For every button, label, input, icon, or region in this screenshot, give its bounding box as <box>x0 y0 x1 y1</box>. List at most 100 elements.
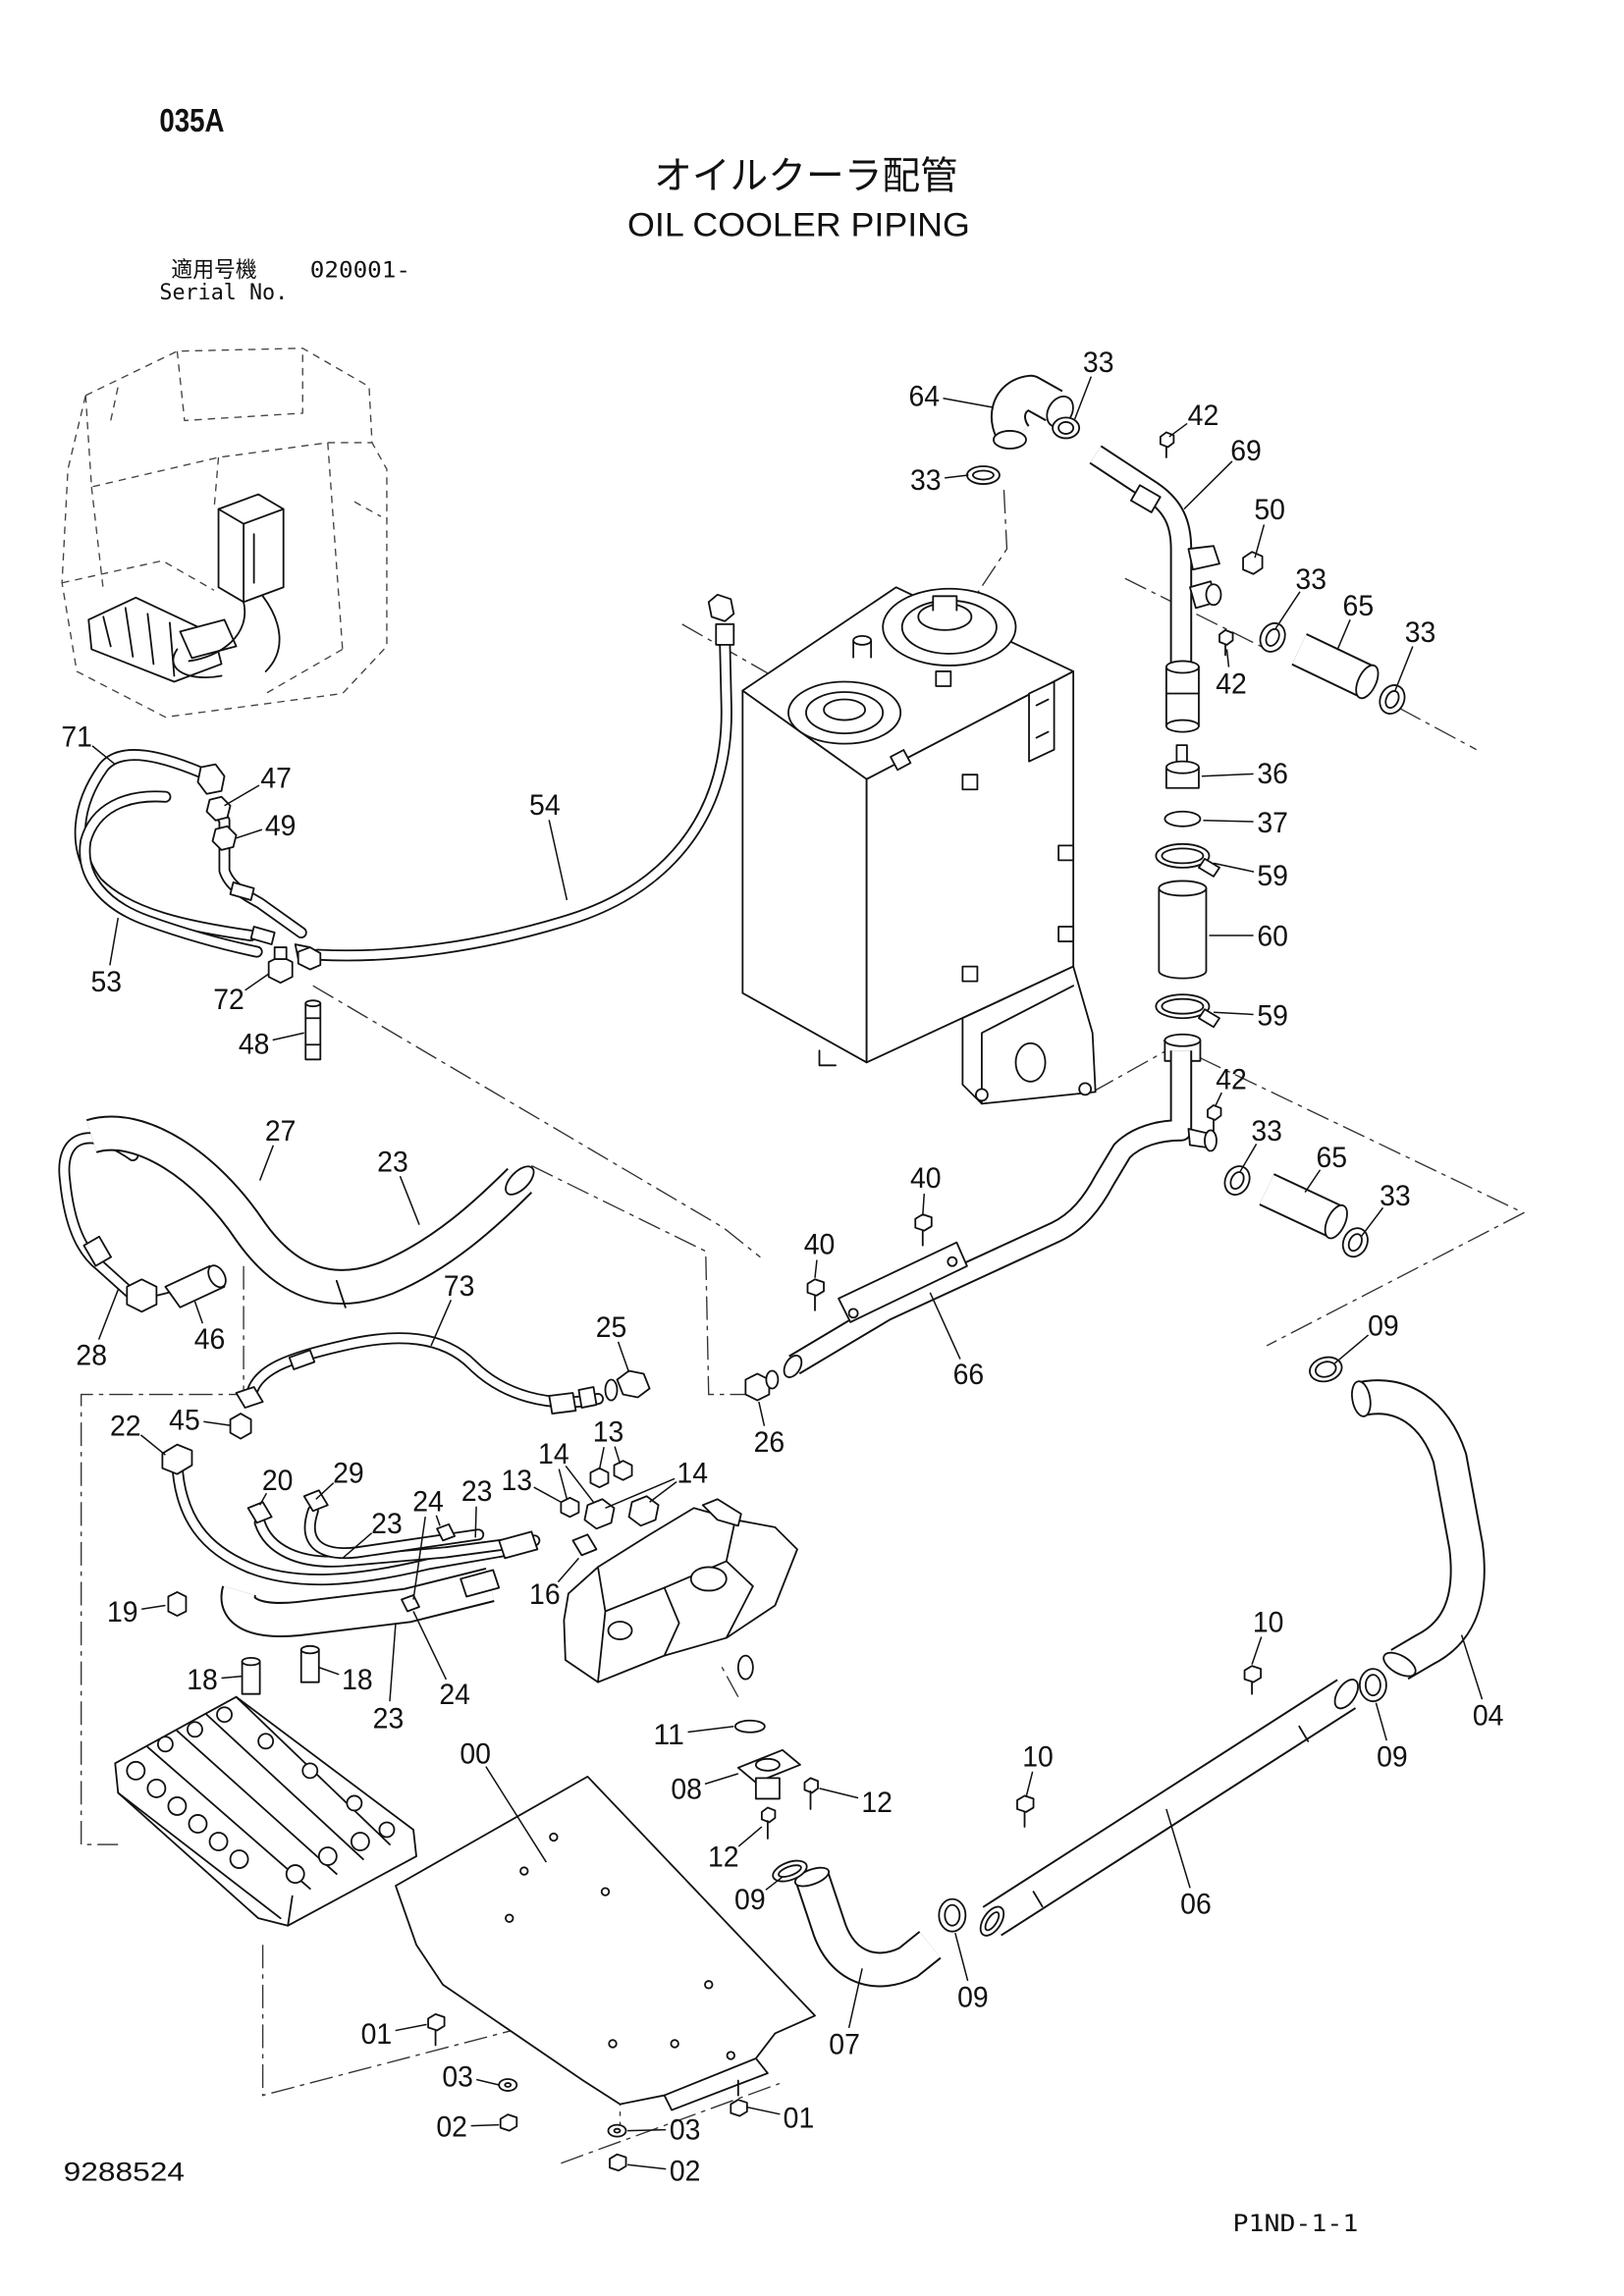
callout-label: 26 <box>754 1426 785 1459</box>
callout-leader-line <box>224 784 260 807</box>
washers-03 <box>498 2078 627 2138</box>
callout-label: 64 <box>908 380 940 412</box>
callout-label: 03 <box>442 2061 473 2094</box>
callout-label: 00 <box>460 1737 491 1770</box>
plug-50 <box>1242 551 1264 575</box>
callout-leader-line <box>746 2106 781 2115</box>
callout-label: 65 <box>1316 1142 1347 1174</box>
callout-leader-line <box>1168 422 1188 438</box>
callout-leader-line <box>765 1876 784 1891</box>
callout-leader-line <box>395 2023 427 2032</box>
callout-label: 59 <box>1257 1000 1288 1033</box>
bolts-01 <box>427 2012 748 2117</box>
callout-leader-line <box>221 1675 243 1680</box>
callout-leader-line <box>558 1468 568 1500</box>
callout-label: 09 <box>957 1981 989 2013</box>
callout-leader-line <box>1073 376 1093 420</box>
callout-leader-line <box>1375 1702 1387 1741</box>
callout-leader-line <box>470 2123 500 2127</box>
callout-leader-line <box>1460 1634 1484 1700</box>
fittings-24 <box>401 1522 457 1613</box>
callout-leader-line <box>704 1773 739 1786</box>
callout-label: 12 <box>708 1842 739 1874</box>
callout-leader-line <box>315 1482 335 1500</box>
inset-machine-view <box>61 347 388 719</box>
plate-holes <box>505 1832 735 2060</box>
callout-label: 40 <box>804 1229 836 1261</box>
callout-label: 09 <box>734 1884 766 1916</box>
mounting-plate-00 <box>395 1775 816 2111</box>
hose-clamp-59-lower <box>1155 993 1220 1029</box>
callout-leader-line <box>617 1341 630 1373</box>
callout-leader-line <box>1394 646 1414 691</box>
callout-leader-line <box>399 1175 420 1225</box>
callout-leader-line <box>1213 862 1255 873</box>
callout-leader-line <box>945 474 969 479</box>
drawing-number: 9288524 <box>64 2158 185 2187</box>
nuts-02 <box>499 2113 627 2172</box>
callout-leader-line <box>203 1420 231 1426</box>
callout-label: 65 <box>1343 590 1375 622</box>
callout-leader-line <box>819 1788 859 1799</box>
callout-leader-line <box>1274 591 1301 629</box>
callout-leader-line <box>1304 1169 1322 1194</box>
title-english: OIL COOLER PIPING <box>627 207 970 244</box>
callout-label: 14 <box>677 1458 708 1490</box>
adapter-72 <box>267 946 322 985</box>
callout-leader-line <box>91 745 116 766</box>
callout-leader-line <box>814 1259 818 1278</box>
fitting-26 <box>744 1369 780 1402</box>
callout-leader-line <box>1333 1334 1370 1364</box>
hose-27 <box>64 1138 133 1292</box>
callout-label: 24 <box>412 1485 444 1518</box>
callout-label: 23 <box>373 1702 405 1735</box>
callout-label: 42 <box>1188 400 1219 432</box>
inset-oil-tank <box>217 493 285 604</box>
footer: 9288524 P1ND-1-1 <box>64 2158 1359 2237</box>
callout-label: 13 <box>501 1465 532 1497</box>
inset-hoses <box>172 595 281 679</box>
bolts-10 <box>1016 1665 1263 1828</box>
callout-leader-line <box>258 1145 275 1181</box>
callout-label: 04 <box>1473 1699 1504 1732</box>
hose-clamps-33 <box>965 416 1406 1258</box>
callout-label: 10 <box>1253 1607 1284 1639</box>
callout-label: 66 <box>953 1359 985 1391</box>
hose-clamps-09 <box>772 1356 1387 1933</box>
hose-54 <box>317 593 735 956</box>
callout-label: 12 <box>861 1787 893 1819</box>
pipe-fittings-47-49 <box>196 763 314 963</box>
callout-label: 59 <box>1257 860 1288 892</box>
tank-port-right-cap <box>882 587 1017 667</box>
callout-label: 53 <box>90 966 122 998</box>
callout-label: 23 <box>461 1475 493 1508</box>
callout-leader-line <box>141 1604 166 1610</box>
callout-leader-line <box>97 1289 119 1340</box>
fittings-18 <box>241 1644 320 1695</box>
callout-leader-line <box>1336 619 1351 650</box>
flange-fitting-08 <box>736 1748 801 1800</box>
callout-label: 71 <box>61 721 92 754</box>
hose-29 <box>302 1489 478 1553</box>
callout-leader-line <box>236 828 263 839</box>
callout-label: 01 <box>361 2018 393 2051</box>
callout-leader-line <box>412 1611 448 1681</box>
fitting-45 <box>229 1413 252 1440</box>
callout-leader-line <box>1251 1636 1263 1665</box>
pipe-adapter-lower <box>1164 660 1200 733</box>
callout-leader-line <box>1203 820 1254 823</box>
callout-leader-line <box>109 917 120 966</box>
callout-label: 36 <box>1257 758 1288 790</box>
callout-label: 20 <box>262 1465 294 1497</box>
fitting-19 <box>167 1591 188 1617</box>
callout-leader-line <box>342 1532 373 1559</box>
tank-bottom-bracket <box>818 965 1097 1105</box>
callout-leader-line <box>474 1506 477 1538</box>
hose-23-upper <box>91 1134 538 1308</box>
callout-label: 47 <box>260 763 292 795</box>
pump-unit <box>563 1498 798 1683</box>
callout-leader-line <box>1201 773 1254 777</box>
hose-73 <box>235 1338 598 1415</box>
callout-label: 06 <box>1180 1889 1212 1921</box>
